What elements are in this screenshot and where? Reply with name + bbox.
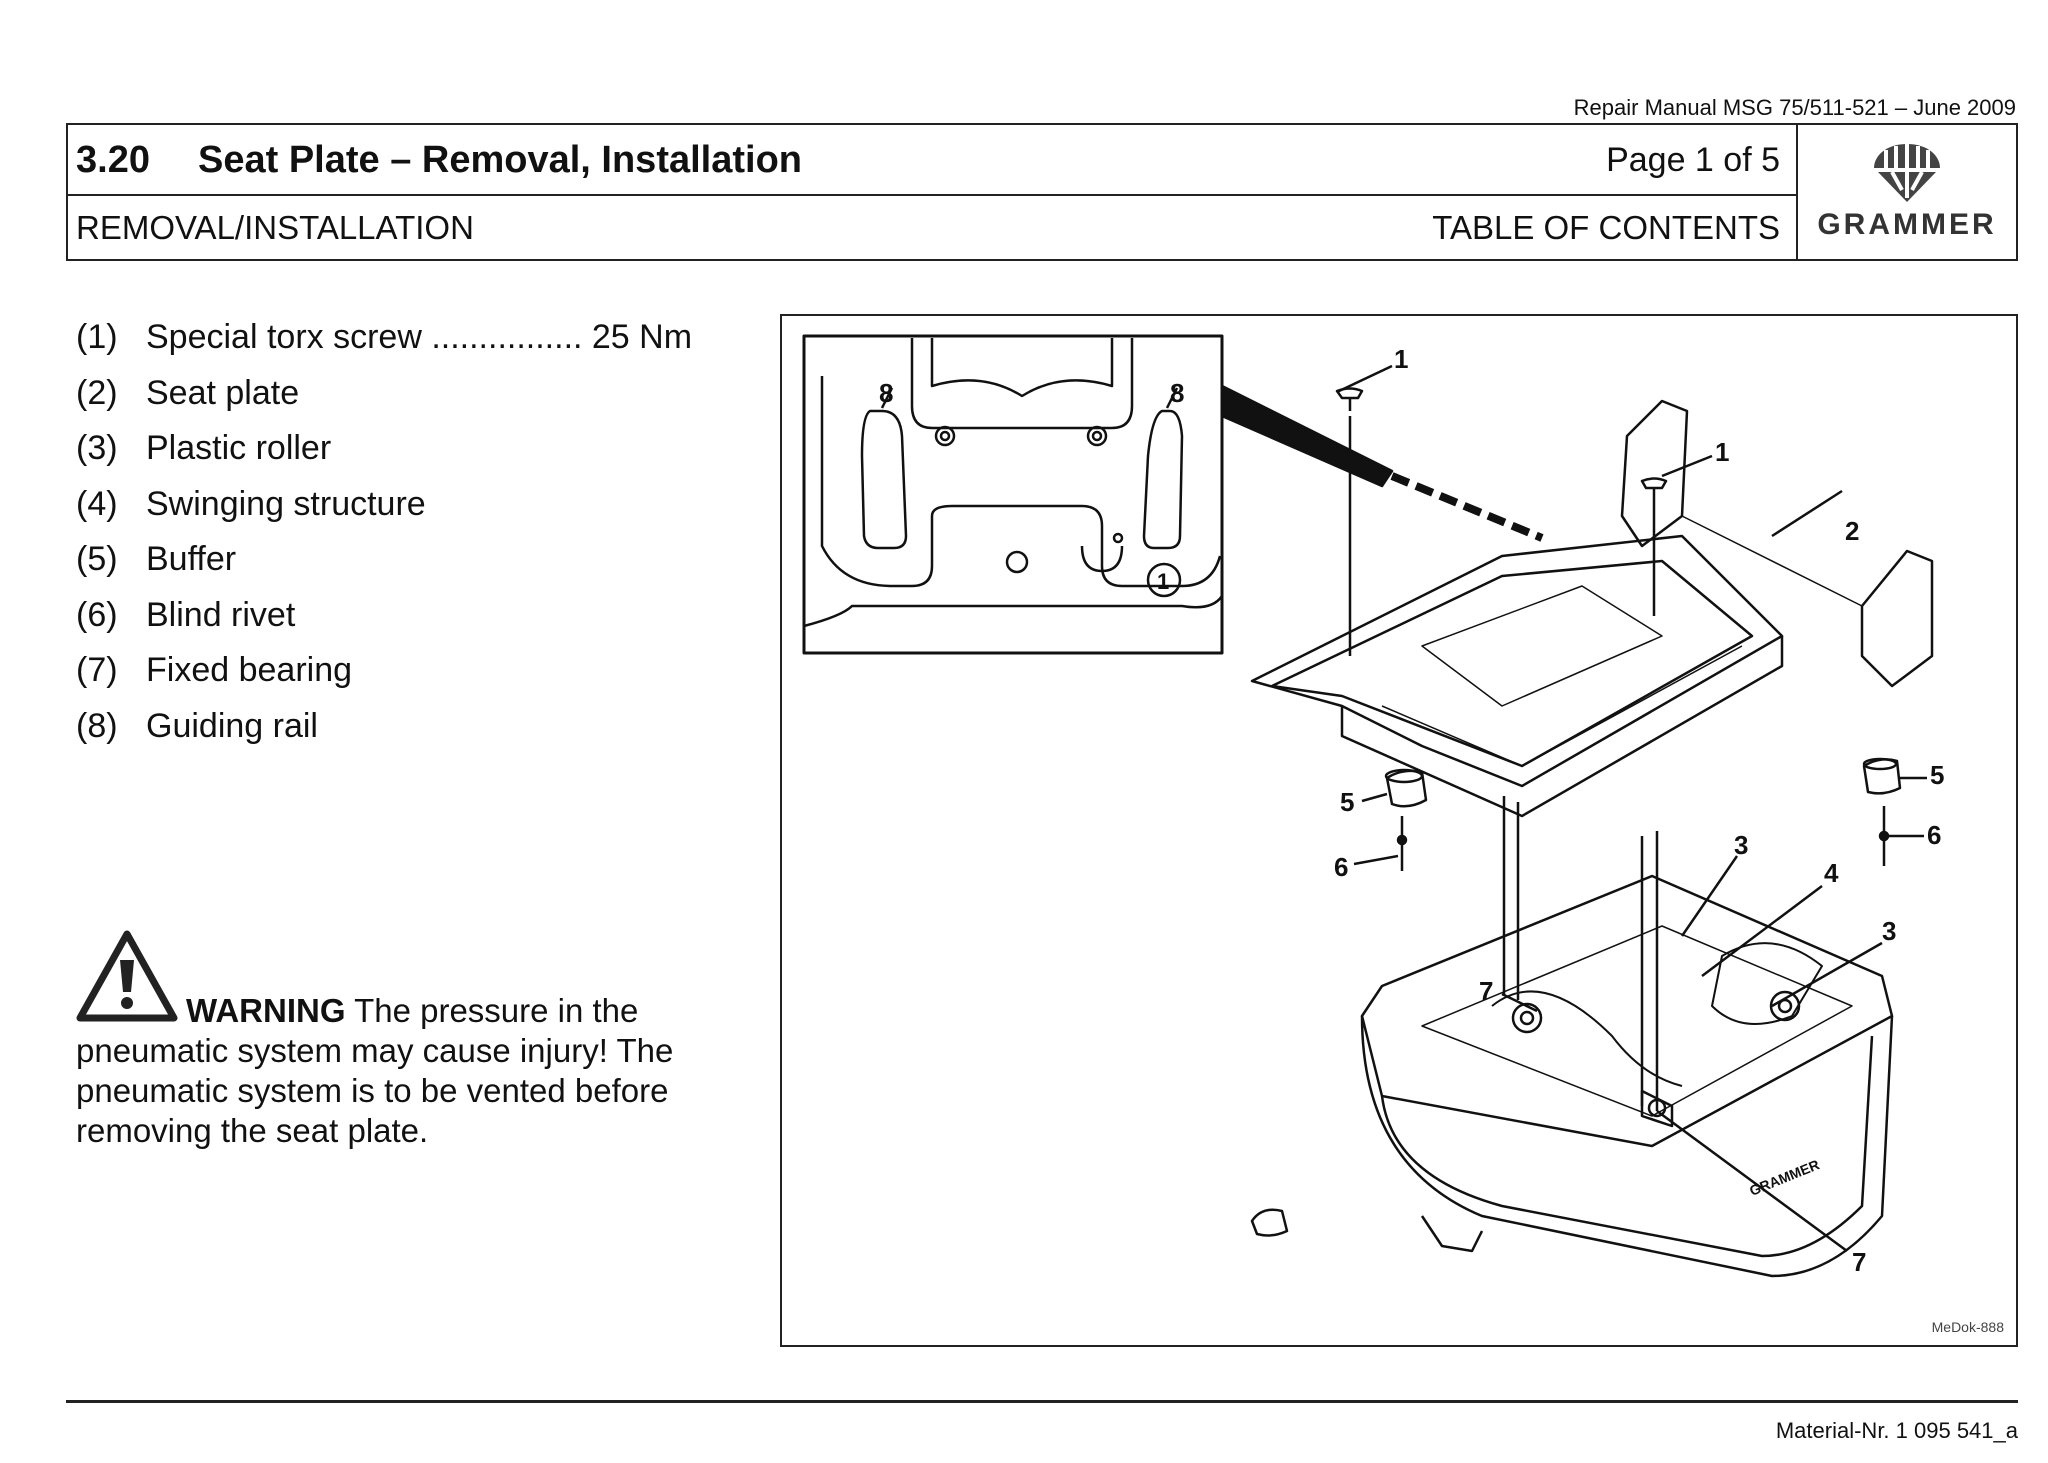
callout-label: 7	[1852, 1247, 1866, 1277]
callout-label: 8	[879, 378, 893, 408]
parts-list: (1) Special torx screw ................ 2…	[76, 318, 736, 762]
seat-plate-exploded-diagram: 1 1 2 3 3 4 5 5 6 6 7 7 8 8 1 GRAMMER	[802, 334, 1944, 1278]
page-info: Page 1 of 5	[1606, 141, 1780, 179]
callout-label: 1	[1394, 344, 1408, 374]
callout-label: 1	[1715, 437, 1729, 467]
callout-label: 5	[1340, 787, 1354, 817]
figure-code: MeDok-888	[1931, 1319, 2004, 1335]
part-item: (1) Special torx screw ................ 2…	[76, 318, 736, 374]
warning-text: WARNING The pressure in the pneumatic sy…	[76, 991, 716, 1151]
part-label: Special torx screw ................ 25 N…	[146, 318, 693, 356]
callout-label: 4	[1824, 858, 1839, 888]
callout-label: 8	[1170, 378, 1184, 408]
callout-label: 2	[1845, 516, 1859, 546]
part-number: (2)	[76, 373, 118, 412]
part-item: (2) Seat plate	[76, 374, 736, 430]
part-number: (6)	[76, 595, 118, 634]
table-of-contents-link[interactable]: TABLE OF CONTENTS	[1432, 209, 1780, 246]
exploded-view-figure: 1 1 2 3 3 4 5 5 6 6 7 7 8 8 1 GRAMMER Me…	[780, 314, 2018, 1347]
callout-label: 7	[1479, 976, 1493, 1006]
footer-rule	[66, 1400, 2018, 1403]
callout-label: 3	[1734, 830, 1748, 860]
callout-label: 6	[1334, 852, 1348, 882]
callout-label: 3	[1882, 916, 1896, 946]
part-number: (1)	[76, 318, 118, 356]
part-label: Fixed bearing	[146, 651, 353, 689]
callout-label: 6	[1927, 820, 1941, 850]
part-label: Seat plate	[146, 373, 300, 412]
part-item: (5) Buffer	[76, 540, 736, 596]
part-number: (5)	[76, 540, 118, 578]
warning-message: The pressure in the pneumatic system may…	[76, 992, 674, 1149]
warning-triangle-icon	[76, 930, 178, 1022]
section-number: 3.20	[76, 139, 150, 181]
header-box: 3.20 Seat Plate – Removal, Installation …	[66, 123, 2018, 261]
part-item: (4) Swinging structure	[76, 485, 736, 541]
part-number: (8)	[76, 706, 118, 745]
part-label: Buffer	[146, 540, 237, 578]
part-number: (4)	[76, 484, 118, 523]
warning-title: WARNING	[186, 992, 346, 1029]
part-number: (3)	[76, 429, 118, 467]
part-label: Guiding rail	[146, 706, 318, 745]
warning-block: WARNING The pressure in the pneumatic sy…	[76, 930, 716, 1151]
logo-text: GRAMMER	[1817, 208, 1997, 241]
part-item: (8) Guiding rail	[76, 707, 736, 763]
document-reference: Repair Manual MSG 75/511-521 – June 2009	[1573, 95, 2016, 120]
part-label: Blind rivet	[146, 595, 296, 634]
part-label: Swinging structure	[146, 484, 426, 523]
material-number: Material-Nr. 1 095 541_a	[1775, 1418, 2018, 1443]
callout-label: 5	[1930, 760, 1944, 790]
header-logo-divider	[1796, 125, 1798, 259]
subtitle-removal-installation: REMOVAL/INSTALLATION	[76, 209, 474, 246]
section-title: Seat Plate – Removal, Installation	[198, 139, 802, 181]
part-item: (6) Blind rivet	[76, 596, 736, 652]
part-item: (3) Plastic roller	[76, 429, 736, 485]
brand-mark: GRAMMER	[1747, 1156, 1822, 1199]
header-divider	[68, 194, 1796, 196]
grammer-logo-icon	[1874, 144, 1940, 202]
callout-label: 1	[1157, 569, 1169, 594]
part-item: (7) Fixed bearing	[76, 651, 736, 707]
part-label: Plastic roller	[146, 429, 332, 467]
grammer-logo: GRAMMER	[1798, 125, 2016, 259]
part-number: (7)	[76, 651, 118, 689]
